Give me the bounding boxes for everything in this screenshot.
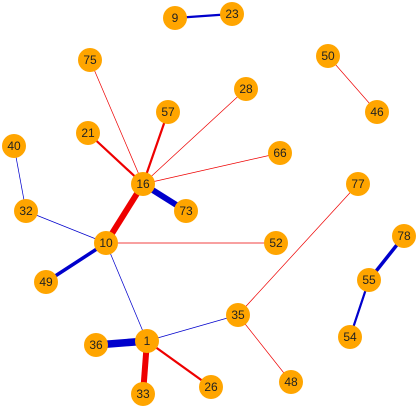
node-circle (226, 303, 250, 327)
node-9: 9 (163, 6, 187, 30)
node-36: 36 (84, 333, 108, 357)
node-circle (94, 231, 118, 255)
edge-10-1 (105, 242, 148, 342)
node-10: 10 (94, 231, 118, 255)
node-label: 54 (343, 330, 357, 344)
node-label: 36 (89, 338, 103, 352)
node-label: 21 (81, 126, 95, 140)
node-circle (135, 329, 159, 353)
nodes-layer: 1 9 10 16 21 23 26 28 32 33 35 36 40 46 48 49 50 52 54 55 57… (2, 2, 416, 406)
node-label: 1 (144, 334, 151, 348)
node-35: 35 (226, 303, 250, 327)
node-circle (156, 100, 180, 124)
node-circle (84, 333, 108, 357)
node-circle (357, 268, 381, 292)
edge-66-16 (142, 152, 281, 185)
node-label: 9 (172, 11, 179, 25)
node-46: 46 (365, 100, 389, 124)
node-label: 16 (136, 177, 150, 191)
node-circle (2, 134, 26, 158)
node-circle (163, 6, 187, 30)
node-circle (316, 44, 340, 68)
node-label: 28 (239, 82, 253, 96)
node-77: 77 (346, 172, 370, 196)
node-26: 26 (199, 375, 223, 399)
node-54: 54 (338, 325, 362, 349)
node-48: 48 (279, 370, 303, 394)
node-label: 32 (19, 204, 33, 218)
node-label: 33 (136, 387, 150, 401)
node-label: 26 (204, 380, 218, 394)
node-circle (268, 141, 292, 165)
node-circle (76, 121, 100, 145)
node-28: 28 (234, 77, 258, 101)
node-50: 50 (316, 44, 340, 68)
node-circle (346, 172, 370, 196)
node-label: 52 (269, 236, 283, 250)
node-label: 75 (83, 53, 97, 67)
node-label: 35 (231, 308, 245, 322)
node-circle (338, 325, 362, 349)
node-33: 33 (131, 382, 155, 406)
node-circle (78, 48, 102, 72)
node-circle (220, 2, 244, 26)
node-73: 73 (174, 199, 198, 223)
node-circle (279, 370, 303, 394)
edge-35-1 (146, 314, 239, 342)
node-label: 49 (39, 275, 53, 289)
edge-21-16 (87, 132, 144, 185)
node-23: 23 (220, 2, 244, 26)
node-circle (234, 77, 258, 101)
node-55: 55 (357, 268, 381, 292)
node-label: 78 (397, 229, 411, 243)
node-circle (174, 199, 198, 223)
node-circle (264, 231, 288, 255)
node-label: 23 (225, 7, 239, 21)
node-40: 40 (2, 134, 26, 158)
edge-77-35 (237, 183, 359, 316)
node-label: 10 (99, 236, 113, 250)
node-49: 49 (34, 270, 58, 294)
edge-35-48 (237, 314, 292, 383)
edge-57-16 (141, 111, 170, 185)
edge-28-16 (142, 88, 247, 185)
edge-50-46 (327, 55, 378, 113)
node-label: 73 (179, 204, 193, 218)
node-label: 66 (273, 146, 287, 160)
node-1: 1 (135, 329, 159, 353)
node-57: 57 (156, 100, 180, 124)
node-circle (392, 224, 416, 248)
node-circle (131, 172, 155, 196)
node-circle (14, 199, 38, 223)
node-circle (365, 100, 389, 124)
node-circle (199, 375, 223, 399)
node-32: 32 (14, 199, 38, 223)
edge-32-10 (25, 210, 107, 244)
node-78: 78 (392, 224, 416, 248)
edge-1-26 (146, 340, 212, 388)
node-75: 75 (78, 48, 102, 72)
node-label: 57 (161, 105, 175, 119)
node-label: 55 (362, 273, 376, 287)
node-66: 66 (268, 141, 292, 165)
node-label: 50 (321, 49, 335, 63)
node-52: 52 (264, 231, 288, 255)
node-label: 40 (7, 139, 21, 153)
node-label: 46 (370, 105, 384, 119)
node-21: 21 (76, 121, 100, 145)
edge-75-16 (89, 59, 144, 185)
node-circle (131, 382, 155, 406)
node-label: 77 (351, 177, 365, 191)
node-circle (34, 270, 58, 294)
node-label: 48 (284, 375, 298, 389)
node-16: 16 (131, 172, 155, 196)
